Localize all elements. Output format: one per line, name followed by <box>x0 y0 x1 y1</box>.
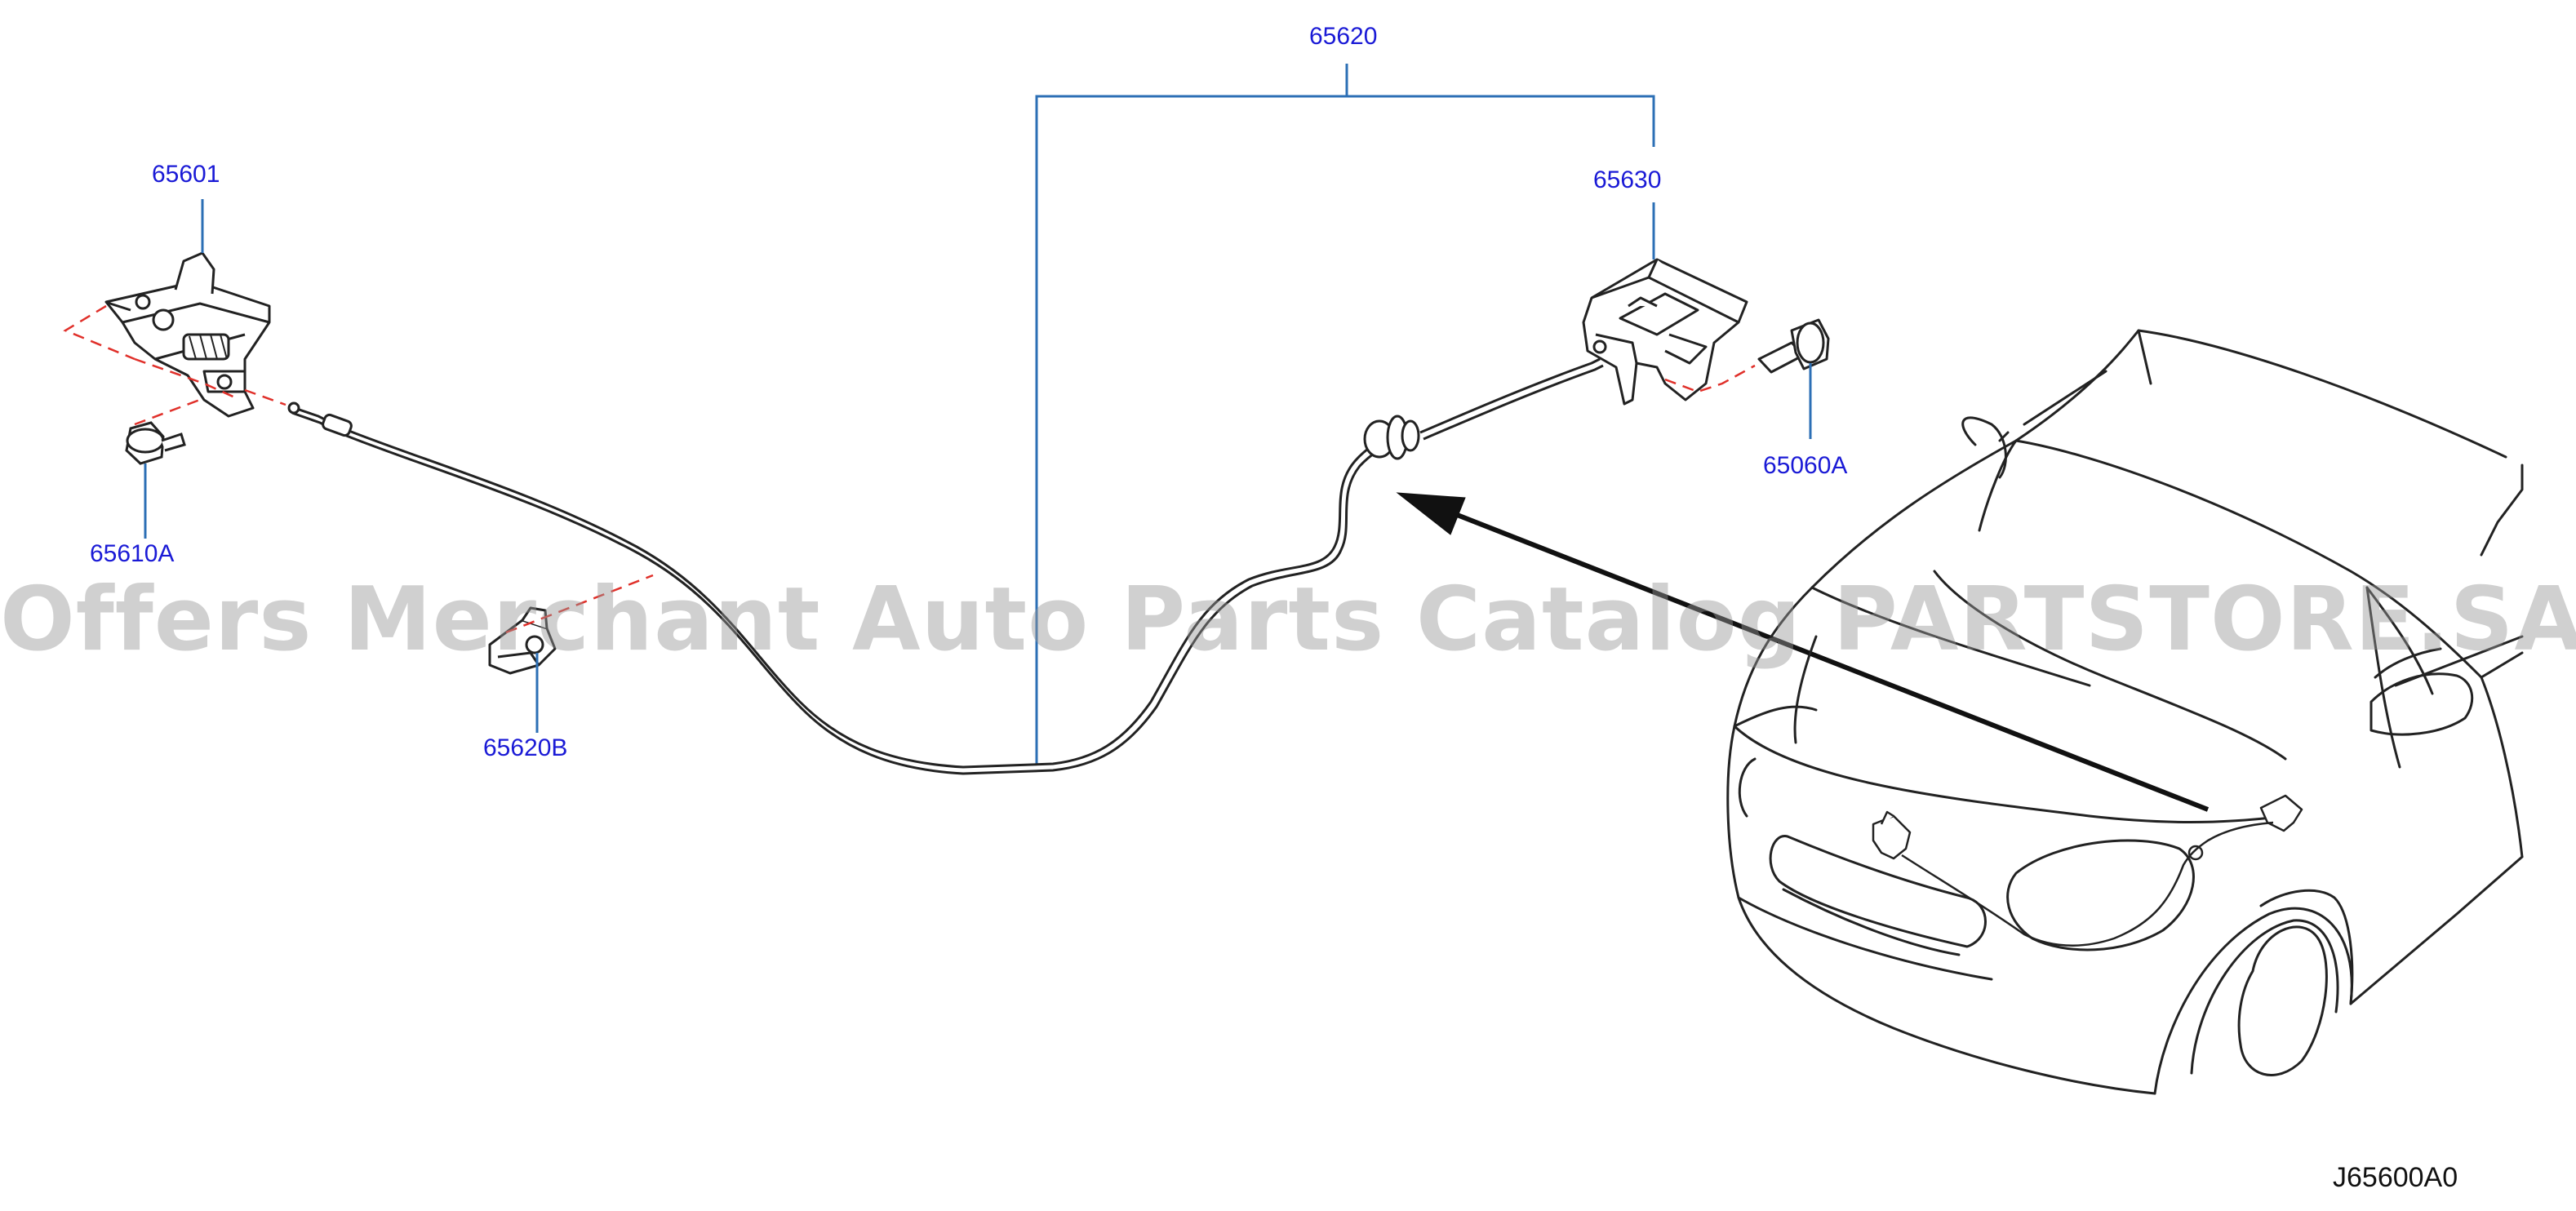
leader-65620 <box>1035 64 1655 765</box>
label-handle-bolt: 65060A <box>1763 452 1848 479</box>
mounting-dashes-lock <box>63 304 286 426</box>
label-cable-clip: 65620B <box>483 734 568 761</box>
hood-lock-part <box>104 251 271 418</box>
car-mini-parts <box>1872 794 2303 861</box>
cable-clip-part <box>488 606 557 675</box>
mounting-dashes-handle <box>1664 364 1756 393</box>
label-hood-lock-bolt: 65610A <box>90 540 175 567</box>
label-hood-lock: 65601 <box>152 161 220 188</box>
watermark-text: Offers Merchant Auto Parts Catalog PARTS… <box>0 569 2576 671</box>
cable-grommet <box>1363 415 1420 460</box>
label-release-handle: 65630 <box>1593 166 1662 193</box>
diagram-code: J65600A0 <box>2333 1162 2458 1193</box>
handle-bolt-part <box>1757 318 1830 374</box>
location-arrow <box>1396 492 2210 812</box>
part-leaders <box>144 199 1812 733</box>
cable-end-fitting <box>287 401 353 437</box>
car-outline <box>1726 329 2524 1095</box>
release-cable <box>289 357 1604 775</box>
mounting-dashes-clip <box>505 574 654 634</box>
release-handle-part <box>1582 258 1748 406</box>
label-cable-assembly: 65620 <box>1309 23 1378 50</box>
hood-lock-bolt-part <box>125 421 186 465</box>
car-mini-cable <box>1901 821 2274 947</box>
